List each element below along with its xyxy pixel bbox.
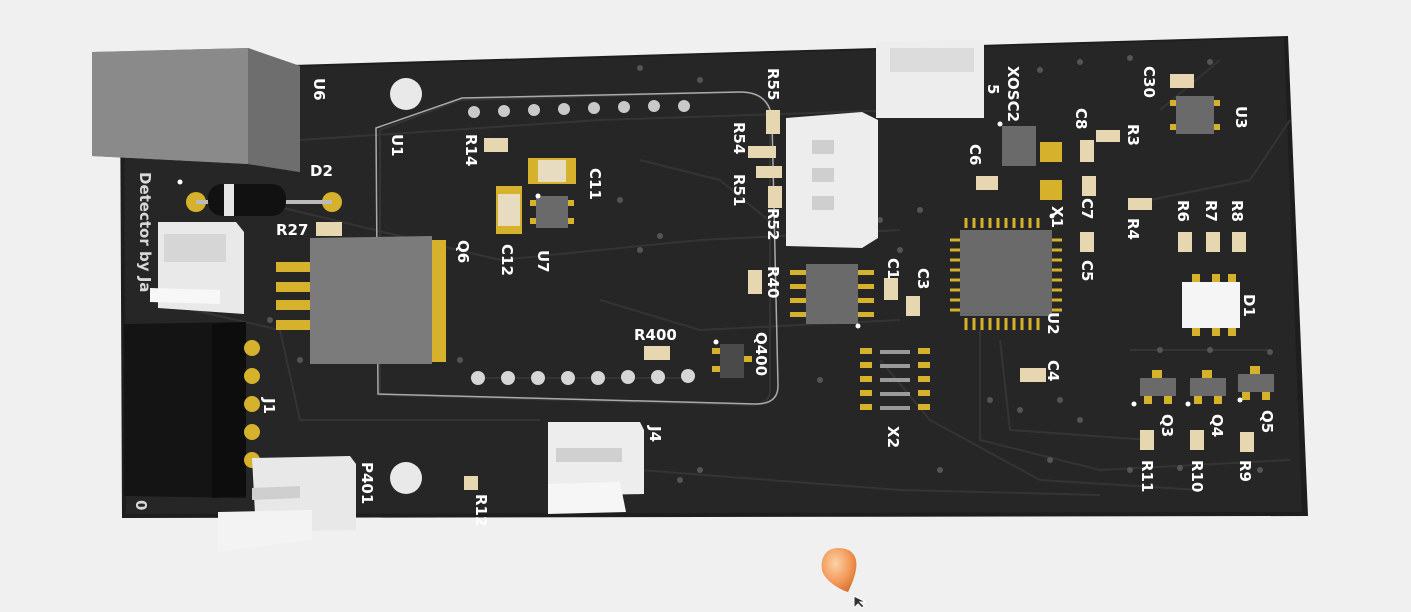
label-r6: R6 (1174, 200, 1192, 222)
label-x2: X2 (884, 426, 902, 448)
r8-resistor[interactable] (1232, 232, 1246, 252)
r51-resistor[interactable] (756, 166, 782, 178)
label-c7: C7 (1078, 198, 1096, 219)
label-r4: R4 (1124, 218, 1142, 240)
u1-header-top (468, 100, 690, 118)
label-p401: P401 (358, 462, 376, 504)
vertical-connector[interactable] (786, 112, 878, 248)
label-r51: R51 (730, 174, 748, 206)
q5-transistor[interactable] (1238, 366, 1274, 400)
r27-resistor[interactable] (316, 222, 342, 236)
d1-led[interactable] (1182, 274, 1240, 336)
c11-capacitor[interactable] (528, 158, 576, 184)
label-q4: Q4 (1208, 414, 1226, 437)
label-j5-partial: 5 (984, 84, 1002, 94)
label-r54: R54 (730, 122, 748, 154)
label-u7: U7 (534, 250, 552, 273)
label-c3: C3 (914, 268, 932, 289)
r14-resistor[interactable] (484, 138, 508, 152)
cursor-pin-icon (821, 548, 867, 610)
label-r7: R7 (1202, 200, 1220, 222)
label-u1: U1 (388, 134, 406, 157)
label-u6: U6 (310, 78, 328, 101)
r55-resistor[interactable] (766, 110, 780, 134)
r400-resistor[interactable] (644, 346, 670, 360)
u3-ic[interactable] (1170, 96, 1220, 134)
label-d2: D2 (310, 162, 333, 180)
label-c30: C30 (1140, 66, 1158, 98)
label-j4: J4 (646, 425, 664, 442)
j1-connector[interactable] (124, 322, 260, 498)
c3-capacitor[interactable] (906, 296, 920, 316)
u7-ic[interactable] (530, 196, 574, 228)
label-r40: R40 (764, 266, 782, 298)
u1-header-bottom (471, 369, 695, 385)
r40-resistor[interactable] (748, 270, 762, 294)
label-r14: R14 (462, 134, 480, 166)
label-q6: Q6 (454, 240, 472, 263)
label-r11: R11 (1138, 460, 1156, 492)
r6-resistor[interactable] (1178, 232, 1192, 252)
q4-transistor[interactable] (1190, 370, 1226, 404)
xosc2-crystal[interactable] (1002, 126, 1062, 200)
c1-capacitor[interactable] (884, 278, 898, 300)
c30-capacitor[interactable] (1170, 74, 1194, 88)
label-j1: J1 (260, 397, 278, 414)
label-c6: C6 (966, 144, 984, 165)
label-r52: R52 (764, 208, 782, 240)
label-r8: R8 (1228, 200, 1246, 222)
corner-mark: 0 (132, 500, 150, 510)
r4-resistor[interactable] (1128, 198, 1152, 210)
label-x1: X1 (1048, 206, 1066, 228)
soic-ic[interactable] (790, 264, 874, 324)
r7-resistor[interactable] (1206, 232, 1220, 252)
label-c12: C12 (498, 244, 516, 276)
label-u2: U2 (1044, 312, 1062, 335)
label-c5: C5 (1078, 260, 1096, 281)
c12-capacitor[interactable] (496, 186, 522, 234)
label-c8: C8 (1072, 108, 1090, 129)
c5-capacitor[interactable] (1080, 232, 1094, 252)
label-r12: R12 (472, 494, 490, 526)
p401-connector[interactable] (218, 456, 356, 552)
label-r10: R10 (1188, 460, 1206, 492)
left-connector[interactable] (150, 222, 244, 314)
c7-capacitor[interactable] (1082, 176, 1096, 196)
r54-resistor[interactable] (748, 146, 776, 158)
label-c1: C1 (884, 258, 902, 279)
silkscreen-text: Detector by Ja (136, 172, 154, 292)
x2-component[interactable] (860, 348, 930, 410)
label-r55: R55 (764, 68, 782, 100)
j4-connector[interactable] (548, 422, 644, 514)
label-r9: R9 (1236, 460, 1254, 482)
j5-connector[interactable] (876, 40, 984, 118)
q3-transistor[interactable] (1140, 370, 1176, 404)
label-c11: C11 (586, 168, 604, 200)
c6-capacitor[interactable] (976, 176, 998, 190)
label-r3: R3 (1124, 124, 1142, 146)
label-q3: Q3 (1158, 414, 1176, 437)
label-u3: U3 (1232, 106, 1250, 129)
q400-transistor[interactable] (712, 344, 752, 378)
label-q400: Q400 (752, 332, 770, 376)
q6-transistor[interactable] (276, 236, 446, 364)
r10-resistor[interactable] (1190, 430, 1204, 450)
r12-resistor[interactable] (464, 476, 478, 490)
label-r27: R27 (276, 221, 308, 239)
d2-diode[interactable] (186, 184, 342, 216)
c8-capacitor[interactable] (1080, 140, 1094, 162)
r3-resistor[interactable] (1096, 130, 1120, 142)
label-d1: D1 (1240, 294, 1258, 317)
u2-mcu[interactable] (950, 218, 1062, 330)
label-xosc2: XOSC2 (1004, 66, 1022, 122)
label-q5: Q5 (1258, 410, 1276, 433)
u6-module[interactable] (92, 48, 300, 172)
r11-resistor[interactable] (1140, 430, 1154, 450)
c4-capacitor[interactable] (1020, 368, 1046, 382)
label-r400: R400 (634, 326, 677, 344)
r9-resistor[interactable] (1240, 432, 1254, 452)
r52-resistor[interactable] (768, 186, 782, 208)
label-c4: C4 (1044, 360, 1062, 381)
